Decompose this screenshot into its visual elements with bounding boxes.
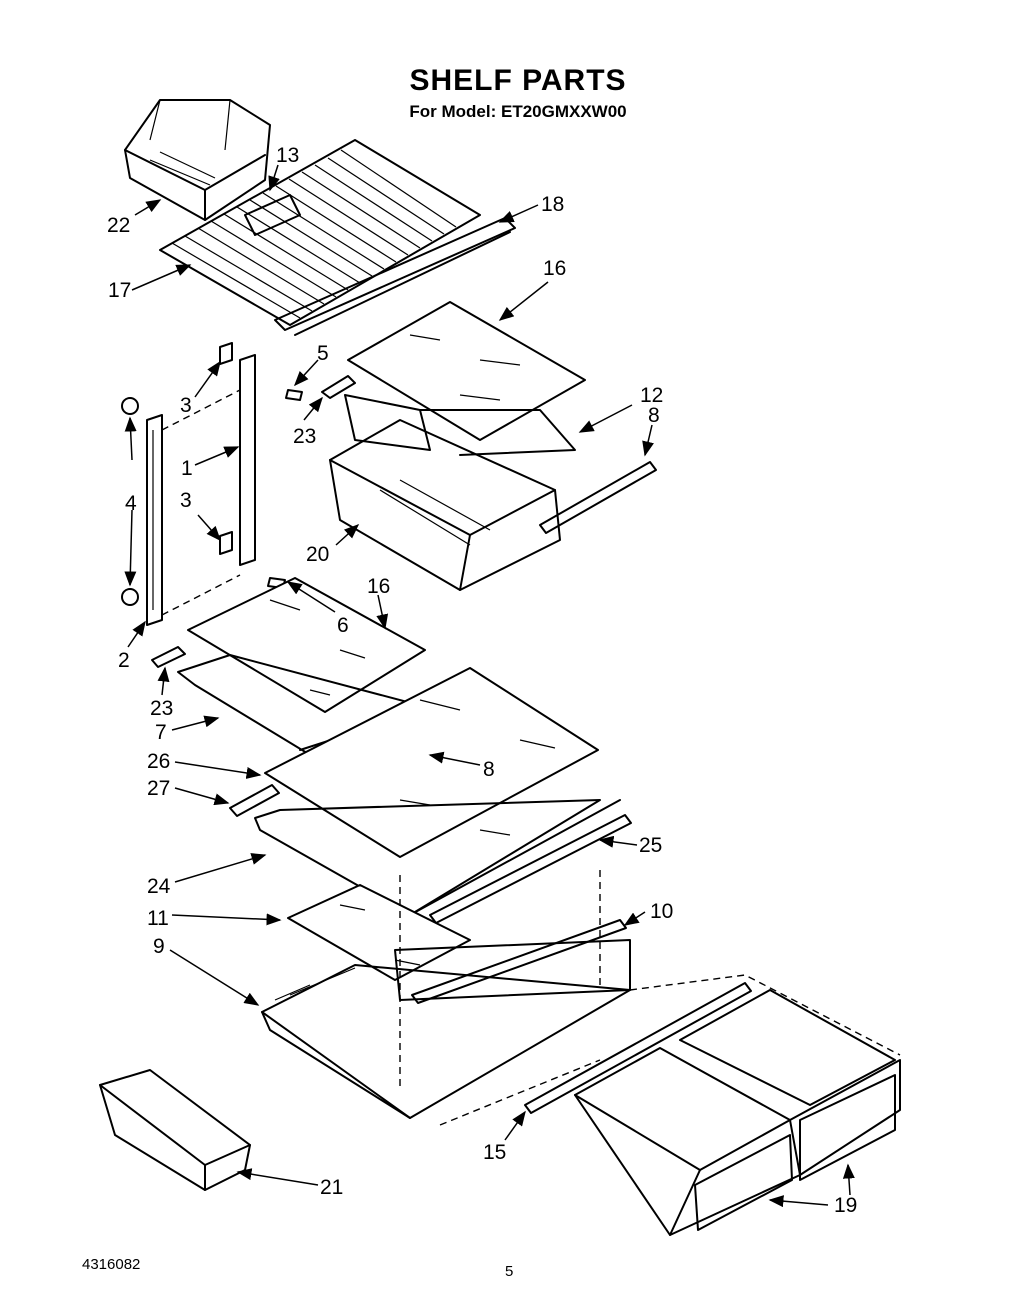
callout-15: 15 — [483, 1141, 506, 1164]
part-10-rod — [411, 919, 627, 1004]
callout-23-lower: 23 — [150, 697, 173, 720]
model-subtitle: For Model: ET20GMXXW00 — [409, 102, 627, 121]
part-5-screw — [285, 389, 303, 401]
part-20-drawer — [329, 394, 576, 591]
callout-22: 22 — [107, 214, 130, 237]
part-3-upper-clip — [219, 342, 233, 365]
part-16-middle-glass — [187, 577, 426, 713]
callout-labels: 13 22 18 17 16 5 3 23 12 8 1 4 3 20 16 6… — [107, 144, 857, 1217]
callout-4: 4 — [125, 492, 137, 515]
callout-23-upper: 23 — [293, 425, 316, 448]
callout-17: 17 — [108, 279, 131, 302]
callout-25: 25 — [639, 834, 662, 857]
callout-5: 5 — [317, 342, 329, 365]
diagram-title: SHELF PARTS — [409, 64, 627, 97]
part-24-frame — [254, 799, 621, 916]
callout-12: 12 — [640, 384, 663, 407]
callout-8-upper: 8 — [648, 404, 660, 427]
part-11-glass — [287, 884, 471, 981]
part-3-lower-clip — [219, 531, 233, 555]
part-23-upper-support — [321, 375, 356, 399]
part-21-bin — [99, 1069, 251, 1191]
callout-19: 19 — [834, 1194, 857, 1217]
part-17-wire-shelf — [159, 139, 481, 326]
part-27-support — [229, 784, 280, 817]
callout-16-middle: 16 — [367, 575, 390, 598]
callout-13: 13 — [276, 144, 299, 167]
callout-9: 9 — [153, 935, 165, 958]
callout-27: 27 — [147, 777, 170, 800]
page-number: 5 — [505, 1263, 514, 1280]
callout-21: 21 — [320, 1176, 343, 1199]
callout-7: 7 — [155, 721, 167, 744]
callout-26: 26 — [147, 750, 170, 773]
part-4-lower-button — [121, 588, 139, 606]
callout-24: 24 — [147, 875, 171, 898]
part-2-rail — [146, 414, 163, 626]
callout-18: 18 — [541, 193, 564, 216]
part-18-trim — [274, 217, 516, 336]
callout-20: 20 — [306, 543, 329, 566]
part-19-drawer-left — [574, 1047, 801, 1236]
part-22-bin — [124, 99, 271, 221]
part-1-rail — [239, 354, 256, 566]
callout-8-middle: 8 — [483, 758, 495, 781]
callout-1: 1 — [181, 457, 193, 480]
document-number: 4316082 — [82, 1256, 141, 1273]
callout-10: 10 — [650, 900, 673, 923]
callout-2: 2 — [118, 649, 130, 672]
part-13-bracket — [244, 194, 301, 236]
callout-11: 11 — [147, 907, 169, 930]
callout-6: 6 — [337, 614, 349, 637]
leader-arrows — [124, 164, 855, 1208]
part-4-upper-button — [121, 397, 139, 415]
part-15-rod — [524, 982, 752, 1114]
assembly-guide-lines — [399, 870, 901, 1126]
part-16-upper-glass — [347, 301, 586, 441]
part-9-crisper-base — [261, 939, 631, 1119]
part-23-lower-support — [151, 646, 186, 668]
part-25-rod — [429, 814, 632, 924]
rail-guide-line — [161, 389, 241, 616]
callout-3-upper: 3 — [180, 394, 192, 417]
callout-3-lower: 3 — [180, 489, 192, 512]
callout-16-upper: 16 — [543, 257, 566, 280]
part-8-upper-rod — [539, 461, 657, 534]
part-19-drawer-right — [679, 989, 901, 1181]
